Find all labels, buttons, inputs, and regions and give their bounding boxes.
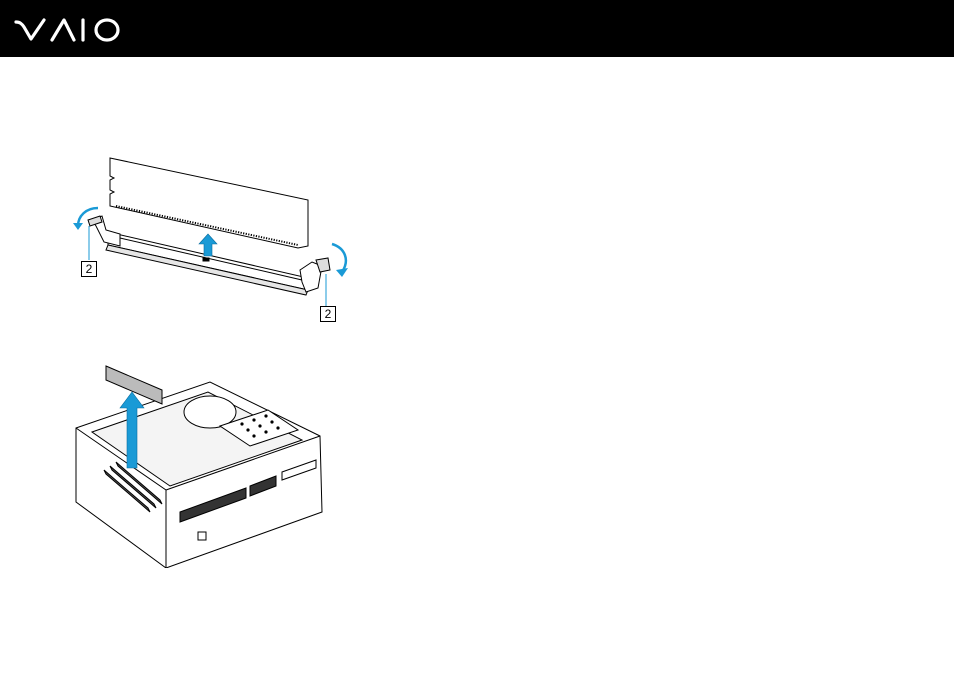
header-bar xyxy=(0,0,954,57)
lift-arrow-icon xyxy=(199,234,217,256)
memory-module-removal-illustration xyxy=(70,150,360,325)
callout-label: 2 xyxy=(320,306,336,322)
vaio-logo-icon xyxy=(14,14,122,44)
memory-module xyxy=(110,158,308,248)
callout-label: 2 xyxy=(81,261,97,277)
chassis-memory-removal-illustration xyxy=(70,362,332,568)
left-retaining-clip xyxy=(88,216,120,246)
rotate-right-arrow-icon xyxy=(332,244,346,272)
